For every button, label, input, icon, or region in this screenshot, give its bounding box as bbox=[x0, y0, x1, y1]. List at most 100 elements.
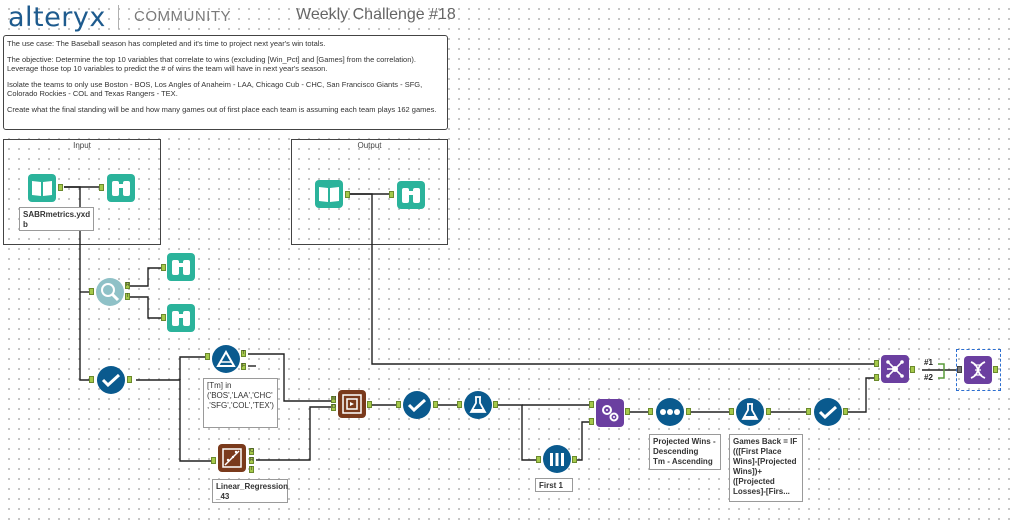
output-data-out-anchor[interactable] bbox=[345, 191, 350, 198]
regression-o-anchor[interactable]: O bbox=[249, 448, 254, 455]
select1-in-anchor[interactable] bbox=[89, 376, 94, 383]
union-in-anchor-1[interactable] bbox=[874, 360, 879, 367]
output-container[interactable]: Output bbox=[291, 139, 448, 245]
formula-tool-2[interactable] bbox=[736, 398, 764, 426]
multirow-in-r-anchor[interactable] bbox=[589, 418, 594, 425]
multirow-out-anchor[interactable] bbox=[625, 408, 630, 415]
checkmark-icon bbox=[101, 373, 121, 387]
binoculars-icon bbox=[172, 311, 190, 326]
multi-row-tool[interactable] bbox=[596, 399, 624, 427]
sample-out-anchor[interactable] bbox=[572, 456, 577, 463]
score-out-anchor[interactable] bbox=[367, 401, 372, 408]
select-tool-2[interactable] bbox=[403, 391, 431, 419]
isolate-text: Isolate the teams to only use Boston - B… bbox=[7, 79, 423, 99]
formula1-out-anchor[interactable] bbox=[493, 401, 498, 408]
browse-tool[interactable] bbox=[107, 174, 135, 202]
description-comment[interactable]: The use case: The Baseball season has co… bbox=[3, 35, 448, 130]
score-icon bbox=[342, 394, 362, 414]
sort-tool[interactable] bbox=[656, 398, 684, 426]
sample-tool[interactable] bbox=[543, 445, 571, 473]
union-tool[interactable] bbox=[881, 355, 909, 383]
canvas-header: alteryx COMMUNITY Weekly Challenge #18 bbox=[0, 0, 1012, 34]
union-in-anchor-2[interactable] bbox=[874, 374, 879, 381]
association-out-i-anchor[interactable]: I bbox=[125, 293, 130, 300]
association-out-r-anchor[interactable]: R bbox=[125, 282, 130, 289]
union-out-anchor[interactable] bbox=[910, 366, 915, 373]
binoculars-icon bbox=[402, 188, 420, 203]
flask-icon bbox=[469, 396, 487, 413]
filter-true-anchor[interactable]: T bbox=[241, 350, 246, 357]
filter-tool[interactable] bbox=[212, 345, 240, 373]
input-file-annotation: SABRmetrics.yxd b bbox=[19, 207, 94, 231]
sample-icon bbox=[550, 453, 564, 466]
binoculars-icon bbox=[112, 181, 130, 196]
browse-in-anchor[interactable] bbox=[99, 184, 104, 191]
multirow-in-l-anchor[interactable] bbox=[589, 401, 594, 408]
formula-annotation: Games Back = IF (([First Place Wins]-[Pr… bbox=[729, 434, 803, 502]
triangle-icon bbox=[216, 350, 236, 367]
sample-in-anchor[interactable] bbox=[536, 456, 541, 463]
checkmark-icon bbox=[818, 405, 838, 419]
score-in-m-anchor[interactable]: M bbox=[331, 396, 337, 403]
select-tool-3[interactable] bbox=[814, 398, 842, 426]
regression-i-anchor[interactable]: I bbox=[249, 466, 254, 473]
association-in-anchor[interactable] bbox=[89, 288, 94, 295]
select2-in-anchor[interactable] bbox=[396, 401, 401, 408]
score-in-d-anchor[interactable]: D bbox=[331, 404, 336, 411]
association-browse-i-tool[interactable] bbox=[167, 304, 195, 332]
formula2-out-anchor[interactable] bbox=[766, 408, 771, 415]
checkmark-icon bbox=[407, 398, 427, 412]
filter-expression-annotation: [Tm] in ('BOS','LAA','CHC' ,'SFG','COL',… bbox=[203, 378, 278, 428]
regression-icon bbox=[222, 448, 242, 468]
association-browse-r-tool[interactable] bbox=[167, 253, 195, 281]
macro-in-anchor[interactable] bbox=[957, 366, 962, 373]
output-data-tool[interactable] bbox=[315, 180, 343, 208]
filter-in-anchor[interactable] bbox=[205, 353, 210, 360]
logo-divider bbox=[118, 5, 119, 29]
regression-in-anchor[interactable] bbox=[211, 457, 216, 464]
create-text: Create what the final standing will be a… bbox=[7, 104, 437, 114]
output-container-title: Output bbox=[357, 141, 382, 150]
formula2-in-anchor[interactable] bbox=[729, 408, 734, 415]
formula1-in-anchor[interactable] bbox=[457, 401, 462, 408]
book-icon bbox=[32, 181, 52, 196]
objective-text: The objective: Determine the top 10 vari… bbox=[7, 54, 416, 74]
challenge-title: Weekly Challenge #18 bbox=[296, 6, 456, 23]
flask-icon bbox=[741, 403, 759, 420]
macro-output-tool[interactable] bbox=[964, 356, 992, 384]
select1-out-anchor[interactable] bbox=[127, 376, 132, 383]
union-icon bbox=[886, 360, 904, 378]
browse2-in-anchor[interactable] bbox=[161, 264, 166, 271]
sort-in-anchor[interactable] bbox=[648, 408, 653, 415]
sort-annotation: Projected Wins - Descending Tm - Ascendi… bbox=[649, 434, 721, 470]
browse3-in-anchor[interactable] bbox=[161, 314, 166, 321]
linear-regression-tool[interactable] bbox=[218, 444, 246, 472]
score-tool[interactable] bbox=[338, 390, 366, 418]
input-data-out-anchor[interactable] bbox=[58, 184, 63, 191]
magnifier-icon bbox=[101, 283, 120, 302]
select-tool[interactable] bbox=[97, 366, 125, 394]
macro-out-anchor[interactable] bbox=[993, 366, 998, 373]
select3-in-anchor[interactable] bbox=[806, 408, 811, 415]
output-browse-in-anchor[interactable] bbox=[389, 191, 394, 198]
select3-out-anchor[interactable] bbox=[843, 408, 848, 415]
regression-r-anchor[interactable]: R bbox=[249, 457, 254, 464]
gears-icon bbox=[602, 405, 619, 422]
dna-icon bbox=[970, 361, 986, 379]
formula-tool[interactable] bbox=[464, 391, 492, 419]
macro-output-selection bbox=[956, 349, 1001, 391]
sort-icon bbox=[660, 409, 680, 415]
book-icon bbox=[319, 187, 339, 202]
select2-out-anchor[interactable] bbox=[433, 401, 438, 408]
community-label: COMMUNITY bbox=[134, 8, 231, 25]
filter-false-anchor[interactable]: F bbox=[241, 363, 246, 370]
input-data-tool[interactable] bbox=[28, 174, 56, 202]
input-container[interactable]: Input bbox=[3, 139, 161, 245]
sort-out-anchor[interactable] bbox=[686, 408, 691, 415]
association-analysis-tool[interactable] bbox=[96, 278, 124, 306]
input-container-title: Input bbox=[73, 141, 91, 150]
union-anchor-label-2: #2 bbox=[924, 373, 933, 382]
regression-annotation: Linear_Regression _43 bbox=[212, 479, 288, 503]
output-browse-tool[interactable] bbox=[397, 181, 425, 209]
